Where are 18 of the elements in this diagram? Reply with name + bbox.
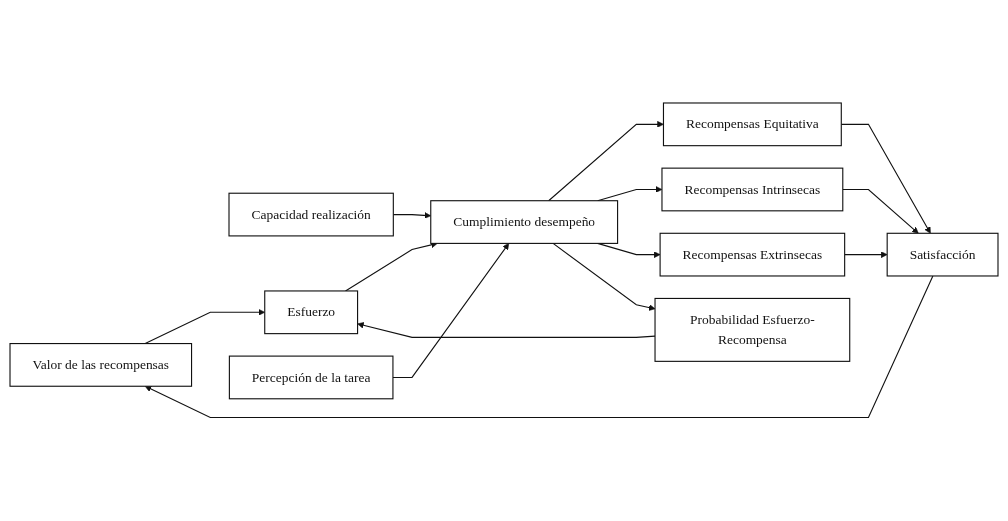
- node-box: Satisfacción: [886, 233, 999, 277]
- node-box: Percepción de la tarea: [228, 355, 394, 400]
- node-box: Cumplimiento desempeño: [430, 200, 619, 245]
- node-box: Valor de las recompensas: [9, 343, 193, 388]
- node-box: Capacidad realización: [228, 192, 394, 237]
- arrow: [344, 241, 438, 292]
- node-box: Probabilidad Esfuerzo-Recompensa: [654, 298, 851, 363]
- node-box: Esfuerzo: [264, 290, 359, 335]
- arrow: [392, 243, 510, 379]
- node-box: Recompensas Extrinsecas: [659, 233, 846, 277]
- arrow: [552, 243, 656, 312]
- node-box: Recompensas Intrinsecas: [661, 167, 844, 212]
- arrow: [548, 121, 664, 202]
- arrow: [842, 189, 919, 234]
- arrow: [144, 275, 934, 419]
- arrow: [357, 322, 656, 339]
- arrow: [844, 251, 888, 259]
- node-box: Recompensas Equitativa: [662, 102, 842, 147]
